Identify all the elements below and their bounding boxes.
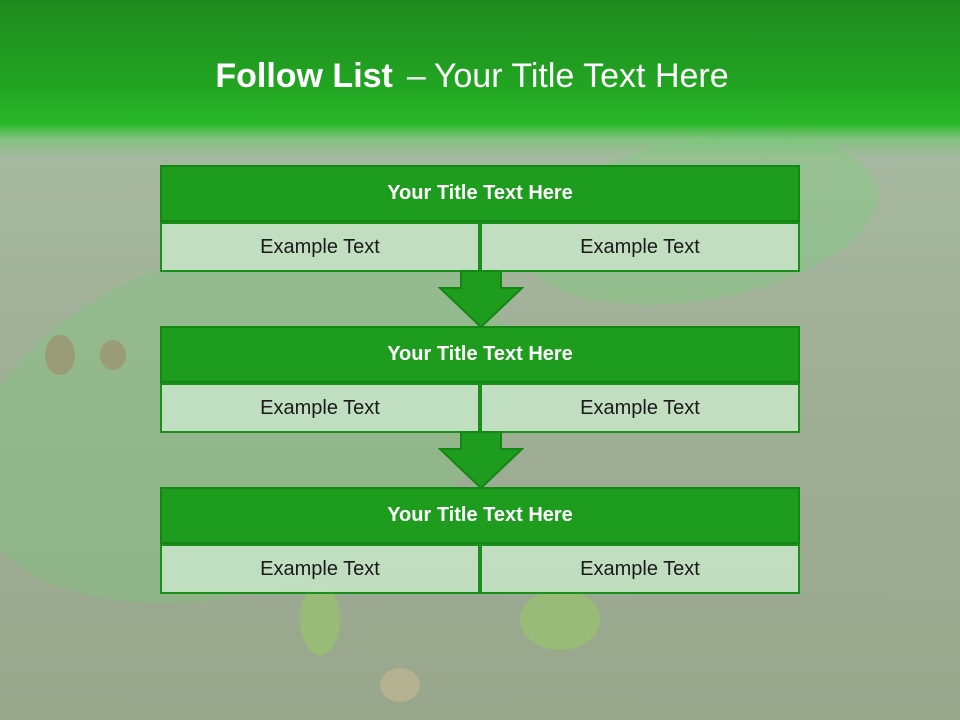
- slide-title-separator: –: [406, 57, 426, 95]
- slide-title-bold: Follow List: [215, 57, 393, 95]
- list-block-1: Your Title Text Here Example Text Exampl…: [160, 165, 800, 272]
- list-block-3: Your Title Text Here Example Text Exampl…: [160, 487, 800, 594]
- block-title: Your Title Text Here: [160, 165, 800, 222]
- block-left-cell: Example Text: [160, 222, 480, 272]
- lizard-spot: [45, 335, 75, 375]
- block-right-cell: Example Text: [480, 222, 800, 272]
- down-arrow-icon: [438, 270, 524, 328]
- block-left-cell: Example Text: [160, 544, 480, 594]
- title-banner: [0, 0, 960, 158]
- block-title: Your Title Text Here: [160, 326, 800, 383]
- slide-title: Follow List–Your Title Text Here: [0, 52, 944, 100]
- list-block-2: Your Title Text Here Example Text Exampl…: [160, 326, 800, 433]
- rock-speck: [380, 668, 420, 702]
- block-title: Your Title Text Here: [160, 487, 800, 544]
- lizard-foot-shape: [300, 585, 340, 655]
- lizard-foot-shape: [520, 590, 600, 650]
- down-arrow-icon: [438, 431, 524, 489]
- slide-title-rest: Your Title Text Here: [433, 57, 729, 95]
- lizard-spot: [100, 340, 126, 370]
- block-right-cell: Example Text: [480, 544, 800, 594]
- block-left-cell: Example Text: [160, 383, 480, 433]
- block-right-cell: Example Text: [480, 383, 800, 433]
